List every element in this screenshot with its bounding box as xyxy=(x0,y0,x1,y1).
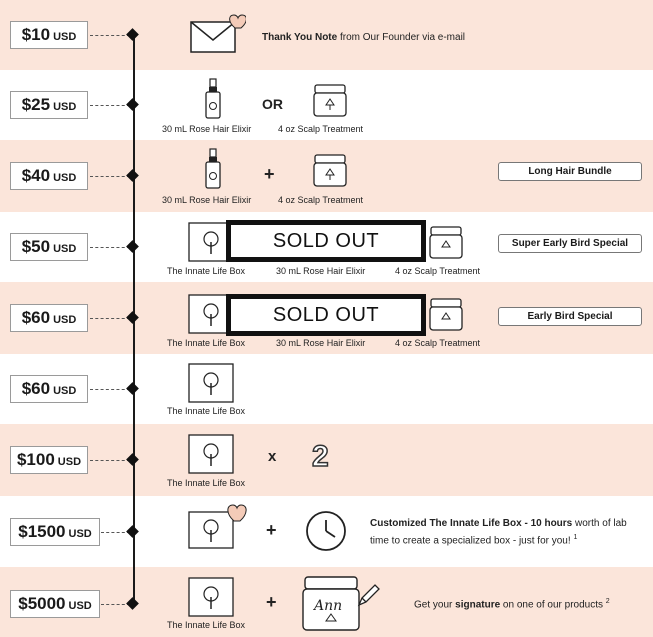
scalp-label: 4 oz Scalp Treatment xyxy=(395,266,481,276)
connector xyxy=(90,176,130,177)
scalp-label: 4 oz Scalp Treatment xyxy=(278,124,364,134)
box-label: The Innate Life Box xyxy=(167,266,246,276)
elixir-label: 30 mL Rose Hair Elixir xyxy=(276,338,366,348)
badge-early-bird: Early Bird Special xyxy=(498,307,642,326)
clock-icon xyxy=(305,510,347,552)
elixir-label: 30 mL Rose Hair Elixir xyxy=(162,124,252,134)
plus-text: + xyxy=(266,592,277,612)
times-text: x xyxy=(268,448,277,465)
scalp-jar-icon xyxy=(312,84,348,118)
scalp-jar-icon xyxy=(312,154,348,188)
badge-long-hair-bundle: Long Hair Bundle xyxy=(498,162,642,181)
innate-box-heart-icon xyxy=(188,504,248,550)
elixir-bottle-icon xyxy=(204,148,222,190)
box-label: The Innate Life Box xyxy=(167,478,246,488)
signed-jar-icon xyxy=(302,576,360,632)
elixir-label: 30 mL Rose Hair Elixir xyxy=(162,195,252,205)
connector xyxy=(90,389,130,390)
connector xyxy=(90,105,130,106)
sold-out-banner: SOLD OUT xyxy=(226,294,426,336)
scalp-label: 4 oz Scalp Treatment xyxy=(395,338,481,348)
scalp-label: 4 oz Scalp Treatment xyxy=(278,195,364,205)
innate-box-icon xyxy=(188,363,234,403)
tier-10-description: Thank You Note from Our Founder via e-ma… xyxy=(262,32,466,43)
quantity-two: 2 xyxy=(311,439,329,474)
scalp-jar-icon xyxy=(428,226,464,260)
connector xyxy=(90,318,130,319)
plus-text: + xyxy=(266,520,277,540)
connector xyxy=(101,604,130,605)
or-text: OR xyxy=(262,96,283,112)
innate-box-icon xyxy=(188,434,234,474)
envelope-heart-icon xyxy=(190,14,246,54)
innate-box-icon xyxy=(188,577,234,617)
jar-signature: Ann xyxy=(314,598,343,614)
plus-text: + xyxy=(264,164,275,184)
badge-super-early-bird: Super Early Bird Special xyxy=(498,234,642,253)
box-label: The Innate Life Box xyxy=(167,338,246,348)
connector xyxy=(90,460,130,461)
innate-box-icon xyxy=(188,294,234,334)
pen-icon xyxy=(356,582,382,608)
elixir-label: 30 mL Rose Hair Elixir xyxy=(276,266,366,276)
sold-out-banner: SOLD OUT xyxy=(226,220,426,262)
tier-5000-description: Get your signature on one of our product… xyxy=(414,598,610,611)
connector xyxy=(90,247,130,248)
connector xyxy=(90,35,130,36)
box-label: The Innate Life Box xyxy=(167,620,246,630)
scalp-jar-icon xyxy=(428,298,464,332)
box-label: The Innate Life Box xyxy=(167,406,246,416)
connector xyxy=(101,532,130,533)
tier-1500-description: Customized The Innate Life Box - 10 hour… xyxy=(370,518,627,547)
elixir-bottle-icon xyxy=(204,78,222,120)
